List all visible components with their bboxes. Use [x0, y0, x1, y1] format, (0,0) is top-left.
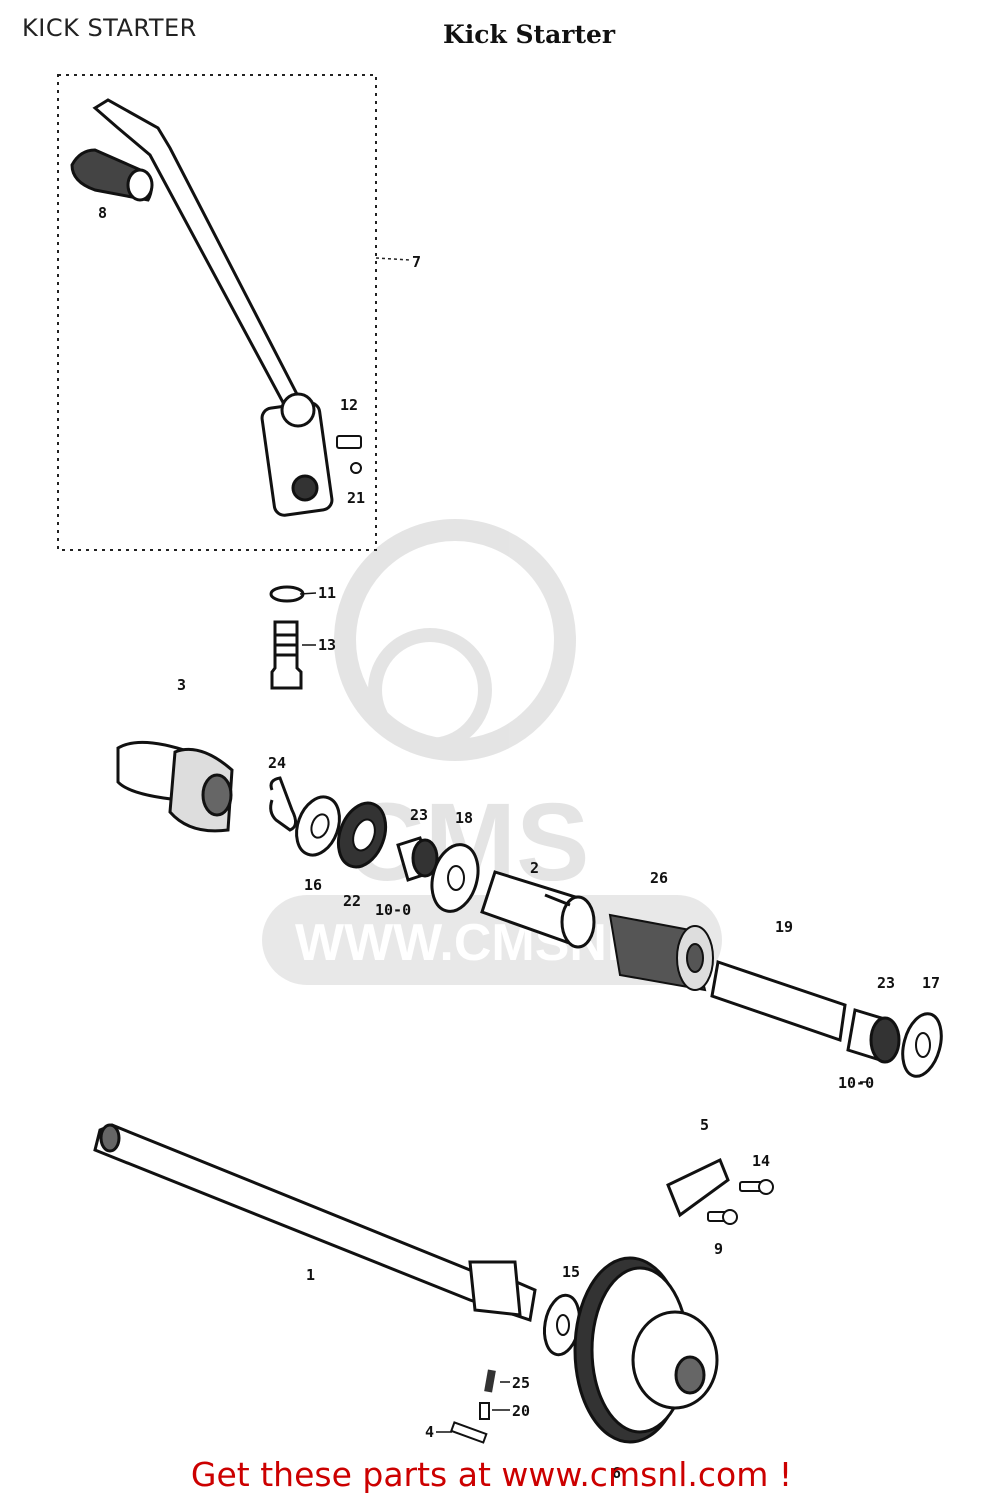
callout-7: 7 [412, 253, 421, 271]
callout-10-left: 10-0 [375, 901, 411, 919]
washer-21 [350, 462, 362, 474]
stopper-plate-5 [666, 1157, 730, 1218]
callout-25: 25 [512, 1374, 530, 1392]
washer-11 [269, 585, 305, 603]
screw-14 [739, 1179, 774, 1195]
callout-20: 20 [512, 1402, 530, 1420]
diagram-title: Kick Starter [443, 20, 616, 49]
kick-gear-6 [573, 1256, 719, 1444]
callout-16: 16 [304, 876, 322, 894]
bushing-3 [116, 740, 234, 833]
callout-21: 21 [347, 489, 365, 507]
callout-18: 18 [455, 809, 473, 827]
kick-arm [92, 98, 334, 517]
callout-14: 14 [752, 1152, 770, 1170]
callout-8: 8 [98, 204, 107, 222]
kick-spring-26 [608, 913, 714, 992]
callout-24: 24 [268, 754, 286, 772]
kick-rubber [70, 148, 154, 202]
callout-10-right: 10-0 [838, 1074, 874, 1092]
callout-15: 15 [562, 1263, 580, 1281]
kick-arm-group-box [57, 74, 377, 551]
callout-5: 5 [700, 1116, 709, 1134]
kick-shaft-1 [93, 1123, 537, 1322]
footer-cta-link[interactable]: Get these parts at www.cmsnl.com ! [190, 1455, 793, 1494]
callout-4: 4 [425, 1423, 434, 1441]
collar-23-left [396, 836, 439, 882]
page-label: KICK STARTER [22, 14, 197, 42]
cms-watermark-logo: CMS WWW.CMSNL [262, 519, 722, 985]
callout-26: 26 [650, 869, 668, 887]
callout-17: 17 [922, 974, 940, 992]
callout-2: 2 [530, 859, 539, 877]
callout-11: 11 [318, 584, 336, 602]
collar-23-right [846, 1008, 901, 1064]
bolt-12 [336, 435, 362, 449]
callout-22: 22 [343, 892, 361, 910]
pin-4 [450, 1421, 488, 1444]
pin-20 [479, 1402, 490, 1420]
callout-13: 13 [318, 636, 336, 654]
callout-12: 12 [340, 396, 358, 414]
pin-25 [484, 1369, 496, 1393]
callout-23-right: 23 [877, 974, 895, 992]
callout-23-left: 23 [410, 806, 428, 824]
callout-1: 1 [306, 1266, 315, 1284]
spacer-19 [710, 960, 847, 1043]
callout-19: 19 [775, 918, 793, 936]
screw-9 [707, 1209, 738, 1225]
bolt-13 [270, 620, 303, 690]
callout-6: 6 [612, 1464, 621, 1482]
callout-3: 3 [177, 676, 186, 694]
callout-9: 9 [714, 1240, 723, 1258]
clip-24 [269, 776, 297, 832]
spring-guide-2 [480, 870, 596, 949]
